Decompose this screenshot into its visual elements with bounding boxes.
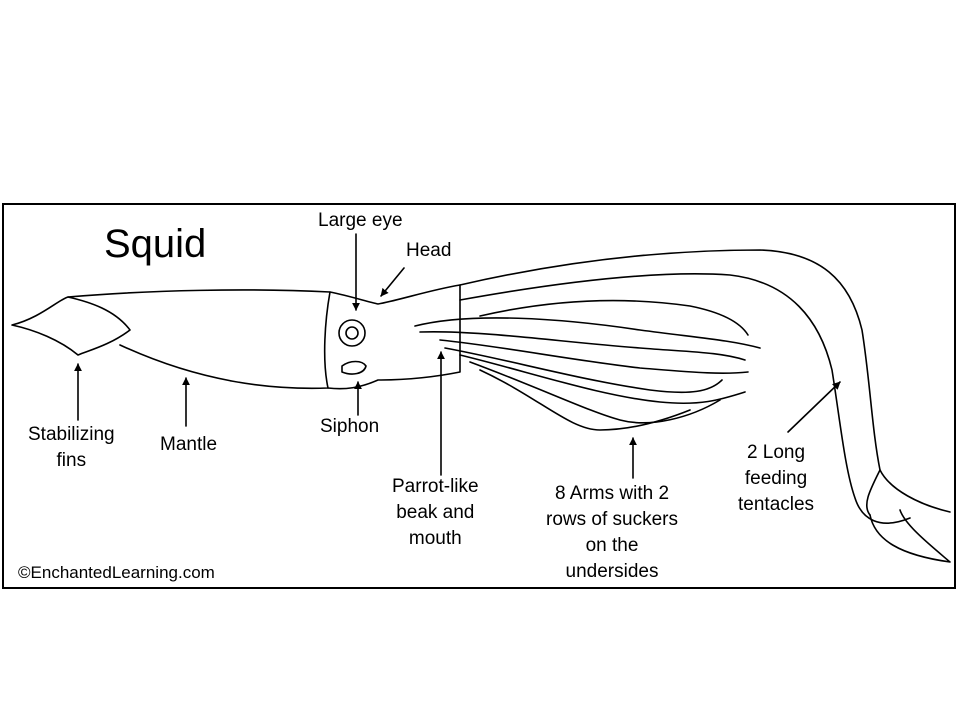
diagram-frame <box>2 203 956 589</box>
label-arms: 8 Arms with 2 rows of suckers on the und… <box>546 483 678 582</box>
tentacle-line <box>865 469 881 516</box>
label-mantle: Mantle <box>160 434 218 455</box>
arm-line <box>459 354 746 405</box>
arm-line <box>479 369 691 431</box>
label-siphon: Siphon <box>320 416 380 437</box>
arm-line <box>419 330 746 361</box>
pointer-tentacles <box>787 381 841 433</box>
arm-line <box>479 299 749 336</box>
arm-line <box>469 361 721 424</box>
label-stabilizing-fins: Stabilizing fins <box>28 424 115 471</box>
label-tentacles: 2 Long feeding tentacles <box>738 442 815 515</box>
label-head: Head <box>406 240 452 261</box>
arm-line <box>444 347 723 394</box>
eye-outer <box>338 319 366 347</box>
mantle-shape <box>67 289 331 390</box>
fin-shape <box>11 296 131 356</box>
diagram-title: Squid <box>104 222 207 266</box>
tentacle-line <box>869 509 951 563</box>
label-beak: Parrot-like beak and mouth <box>392 476 479 549</box>
copyright-text: ©EnchantedLearning.com <box>18 563 215 582</box>
label-large-eye: Large eye <box>318 210 403 231</box>
pointer-head <box>380 267 405 297</box>
tentacle-line <box>459 273 911 524</box>
eye-inner <box>345 326 359 340</box>
tentacle-line <box>459 249 951 513</box>
arm-line <box>414 317 761 349</box>
siphon-shape <box>341 360 367 375</box>
head-shape <box>327 284 461 390</box>
arm-line <box>439 339 749 375</box>
